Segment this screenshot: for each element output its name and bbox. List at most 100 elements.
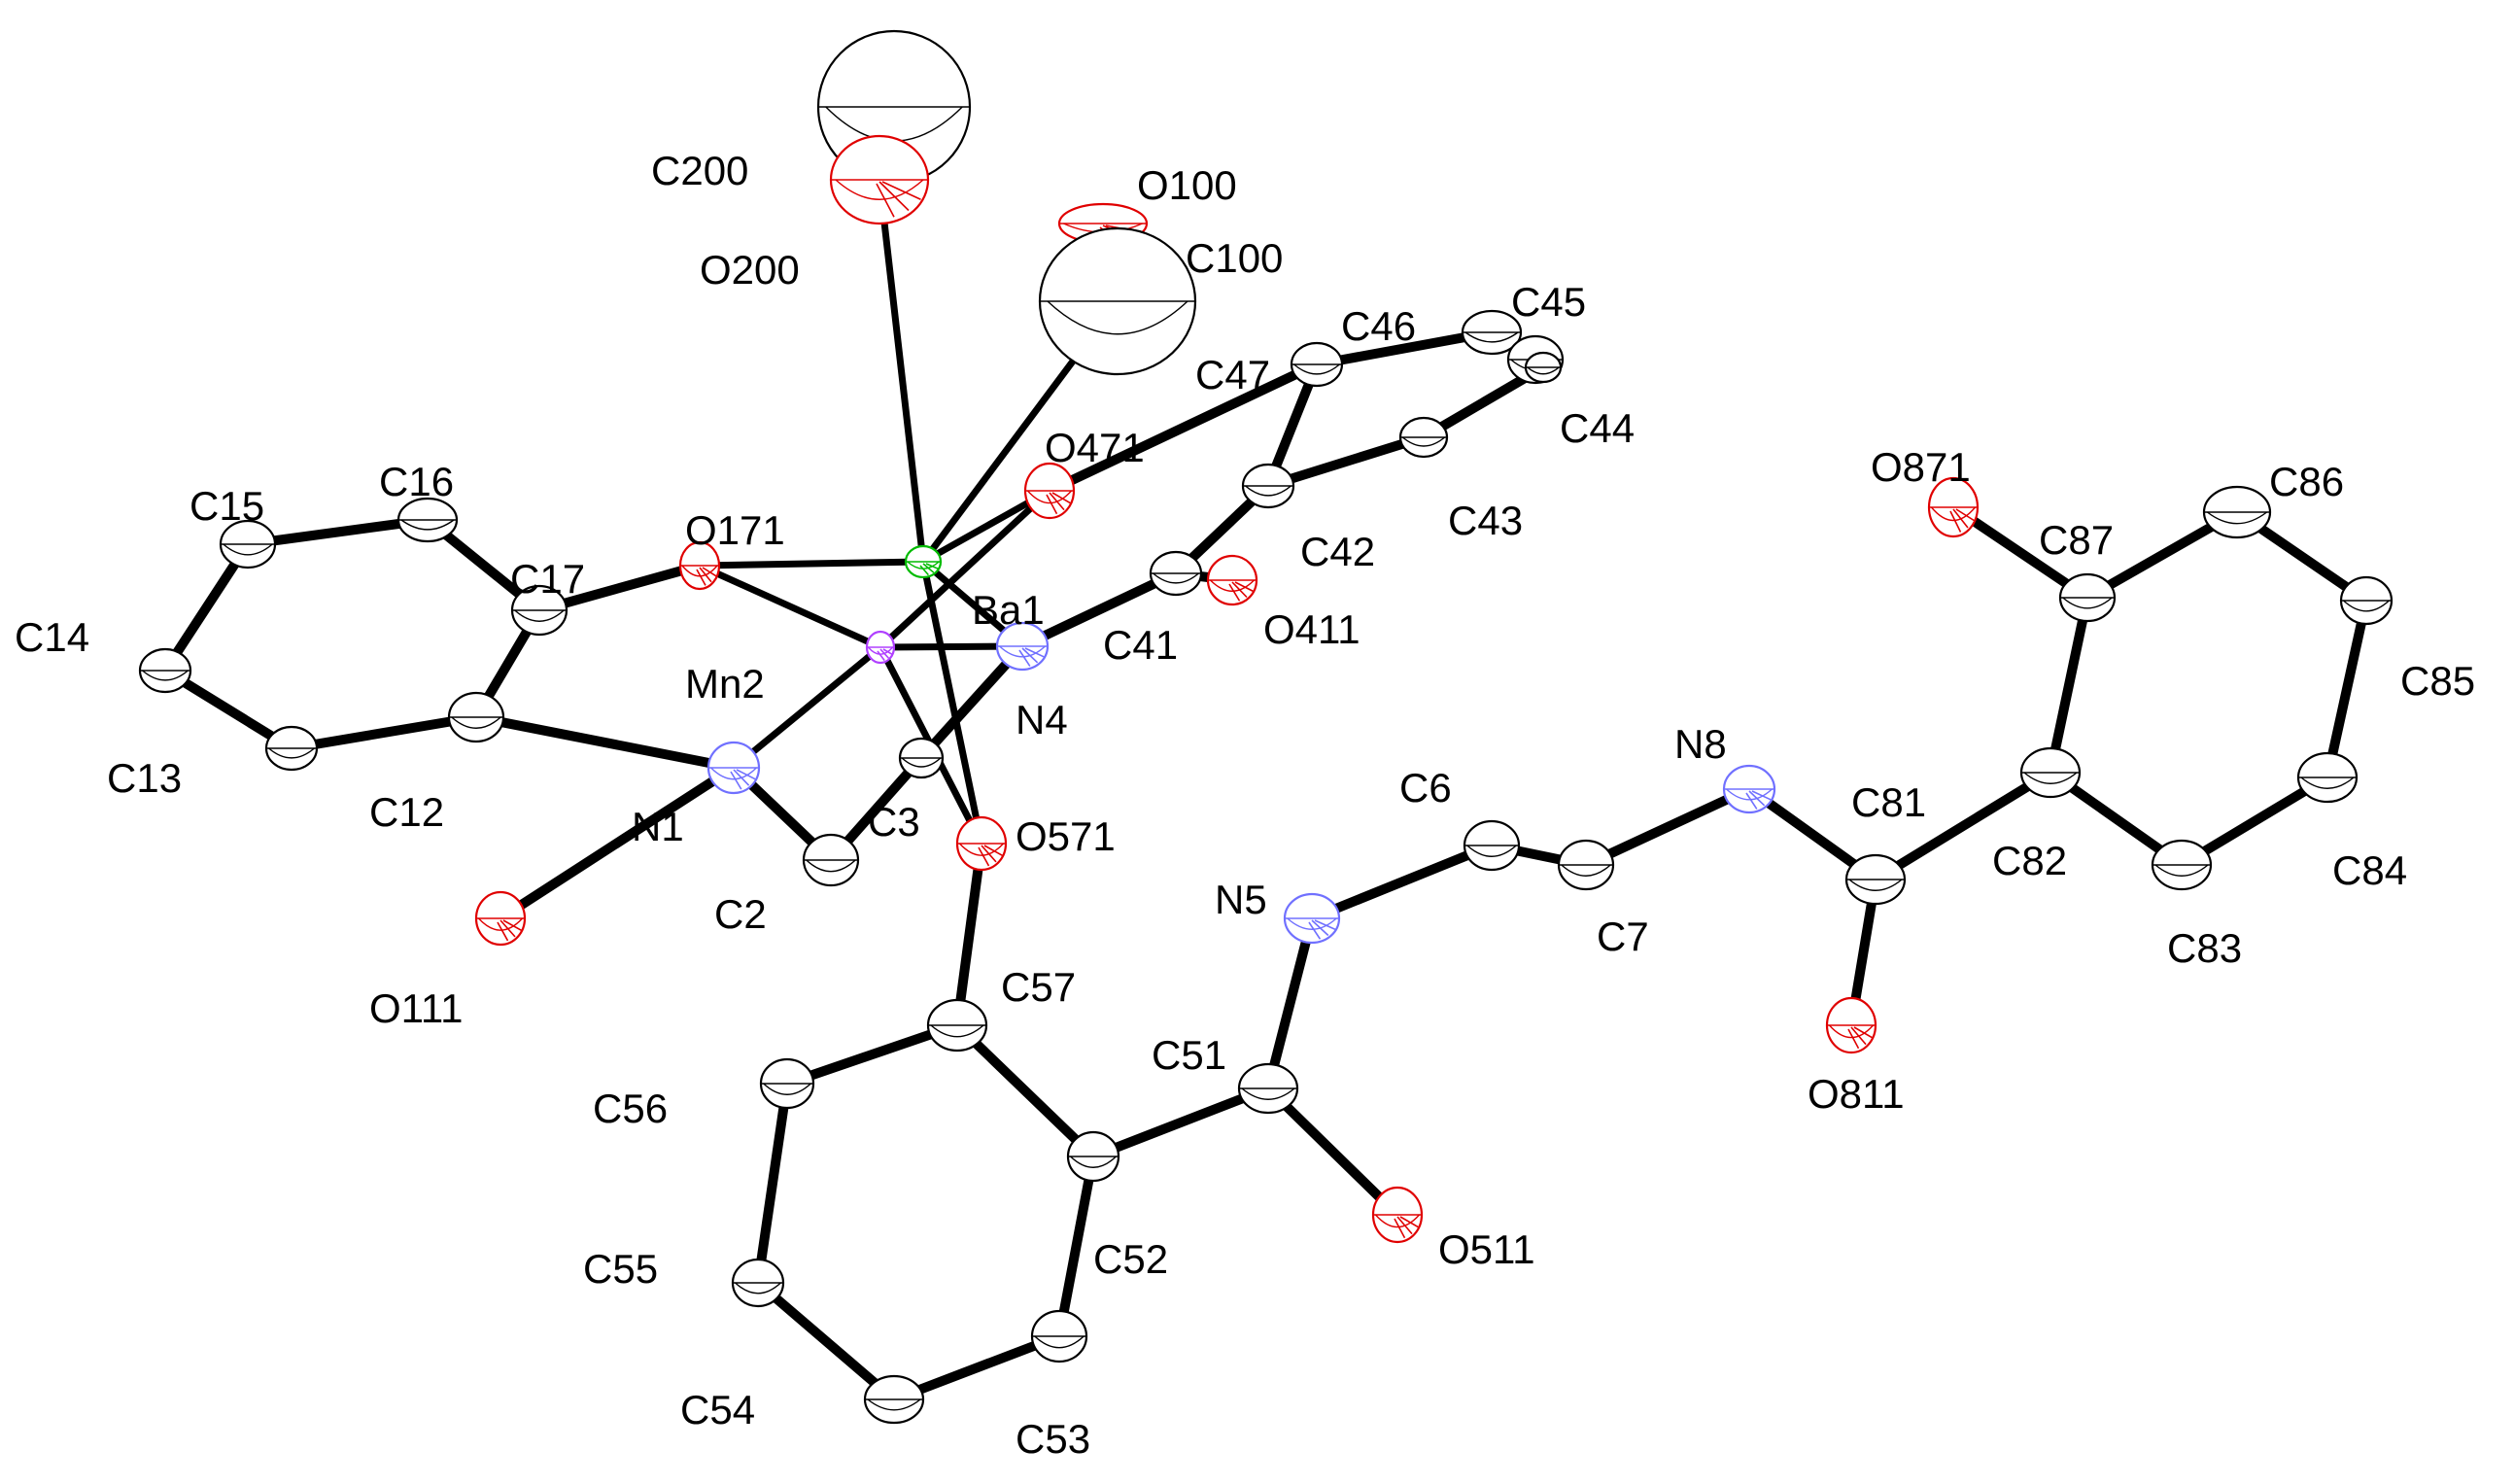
bond-C41-N4 <box>1017 569 1181 651</box>
atom-O871 <box>1927 476 1980 538</box>
atom-O411 <box>1206 554 1258 606</box>
atom-C53 <box>1030 1309 1088 1363</box>
bond-Ba1-O200 <box>876 176 927 566</box>
bond-Mn2-O171 <box>696 562 884 651</box>
atom-O571 <box>955 815 1008 872</box>
bond-C84-C85 <box>2323 596 2371 782</box>
atom-label-C2: C2 <box>714 891 767 937</box>
atom-C17 <box>510 584 568 637</box>
atom-label-O871: O871 <box>1871 444 1971 490</box>
atom-label-C86: C86 <box>2269 459 2344 504</box>
atom-label-C100: C100 <box>1186 235 1283 281</box>
atom-C52 <box>1066 1130 1120 1183</box>
atom-C56 <box>759 1057 815 1110</box>
bond-C52-C57 <box>952 1020 1098 1161</box>
bond-C87-O871 <box>1948 502 2092 603</box>
atom-O171 <box>678 540 721 591</box>
atom-C12 <box>447 691 505 743</box>
bond-Mn2-O471 <box>877 487 1053 651</box>
atom-label-Ba1: Ba1 <box>972 587 1045 633</box>
atom-C57 <box>926 998 988 1053</box>
bond-C43-C42 <box>1263 432 1429 491</box>
atom-label-C17: C17 <box>510 556 585 602</box>
atom-label-C15: C15 <box>189 483 264 529</box>
atom-C7 <box>1557 839 1615 891</box>
atom-C87 <box>2058 572 2117 623</box>
bond-C7-N8 <box>1581 784 1754 870</box>
bond-C81-C82 <box>1871 768 2055 884</box>
atom-O811 <box>1825 996 1877 1054</box>
bond-O471-C47 <box>1045 360 1322 496</box>
atom-C55 <box>731 1258 785 1308</box>
atom-label-C51: C51 <box>1152 1032 1226 1078</box>
atom-label-C12: C12 <box>369 789 444 835</box>
atom-label-C43: C43 <box>1448 498 1523 543</box>
atom-label-C3: C3 <box>868 799 920 845</box>
atom-label-O171: O171 <box>685 507 785 553</box>
labels-layer: Ba1Mn2C200O200O100C100C46C45C47C44O471C4… <box>15 148 2475 1462</box>
atom-C44 <box>1524 351 1563 384</box>
bond-Mn2-N1 <box>730 643 884 772</box>
bond-C56-C55 <box>753 1079 792 1288</box>
atom-C100 <box>1038 226 1197 376</box>
atom-label-C16: C16 <box>379 459 454 504</box>
atom-label-N8: N8 <box>1674 721 1727 767</box>
atom-C15 <box>219 519 277 569</box>
atom-label-C85: C85 <box>2400 658 2475 704</box>
atom-label-C13: C13 <box>107 755 182 801</box>
bond-C87-C82 <box>2046 593 2092 777</box>
atom-C82 <box>2019 746 2082 799</box>
atom-O111 <box>474 890 527 947</box>
atom-label-C84: C84 <box>2332 847 2407 893</box>
atoms-layer <box>138 29 2393 1425</box>
bond-Ba1-O171 <box>696 558 927 569</box>
atom-C47 <box>1290 341 1344 388</box>
atom-C6 <box>1463 819 1521 872</box>
atom-label-C56: C56 <box>593 1086 668 1131</box>
atom-N4 <box>995 621 1050 672</box>
atom-label-O511: O511 <box>1438 1226 1535 1272</box>
atom-C51 <box>1237 1062 1299 1115</box>
atom-label-N1: N1 <box>632 804 684 849</box>
atom-N8 <box>1722 764 1776 814</box>
atom-label-C200: C200 <box>651 148 748 193</box>
atom-C41 <box>1149 550 1203 597</box>
bond-C57-C56 <box>782 1020 962 1088</box>
atom-O200 <box>829 134 930 225</box>
atom-label-O571: O571 <box>1016 813 1116 859</box>
atom-label-C7: C7 <box>1597 914 1649 959</box>
bond-C51-O511 <box>1263 1084 1402 1220</box>
atom-Mn2 <box>865 630 896 665</box>
atom-C16 <box>396 497 459 543</box>
atom-label-O200: O200 <box>700 247 800 293</box>
atom-C86 <box>2202 485 2272 539</box>
atom-C84 <box>2296 751 2359 804</box>
atom-label-N4: N4 <box>1016 697 1068 742</box>
atom-Ba1 <box>904 544 943 579</box>
atom-label-C54: C54 <box>680 1387 755 1432</box>
atom-label-O411: O411 <box>1263 606 1360 652</box>
atom-label-C87: C87 <box>2039 517 2114 563</box>
atom-label-O100: O100 <box>1137 162 1237 208</box>
bond-C52-C51 <box>1088 1084 1273 1161</box>
atom-label-O811: O811 <box>1808 1071 1905 1117</box>
atom-C42 <box>1241 463 1295 509</box>
bond-C51-N5 <box>1263 914 1317 1093</box>
bond-N5-C6 <box>1307 841 1497 923</box>
atom-O511 <box>1371 1186 1424 1244</box>
bond-C16-C15 <box>243 515 432 549</box>
atom-label-N5: N5 <box>1215 877 1267 922</box>
bond-N1-O111 <box>496 763 739 923</box>
atom-C3 <box>898 737 945 779</box>
atom-label-C83: C83 <box>2167 925 2242 971</box>
atom-label-C14: C14 <box>15 614 89 660</box>
atom-label-C82: C82 <box>1992 838 2067 883</box>
atom-label-C44: C44 <box>1560 405 1635 451</box>
atom-label-C57: C57 <box>1001 964 1076 1010</box>
atom-label-C42: C42 <box>1300 529 1375 574</box>
atom-label-C6: C6 <box>1399 765 1452 811</box>
bond-C55-C54 <box>753 1278 899 1404</box>
atom-label-C47: C47 <box>1195 352 1270 397</box>
